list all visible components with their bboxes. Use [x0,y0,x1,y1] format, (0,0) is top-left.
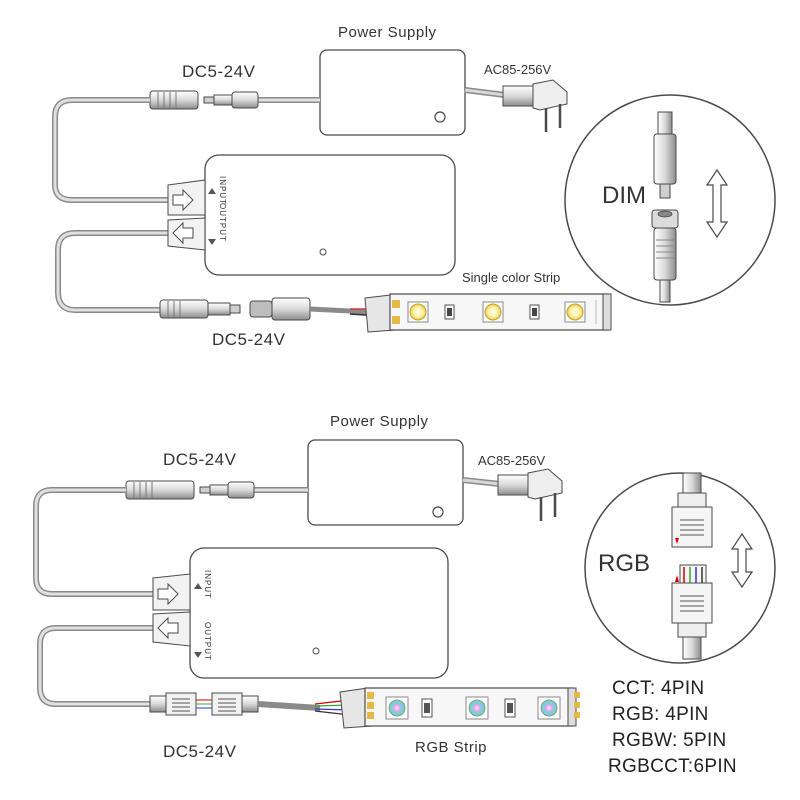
bottom-dc-male-upper [199,481,255,499]
bottom-output-label: OUTPUT [203,622,212,661]
top-output-port [167,217,206,251]
top-input-port [167,179,206,216]
bottom-dc-voltage-label-lower: DC5-24V [163,742,237,761]
top-strip-label: Single color Strip [462,270,561,285]
bottom-controller-box [189,547,449,679]
bottom-double-arrow-icon [730,532,754,589]
top-dc-voltage-label-upper: DC5-24V [182,62,256,81]
bottom-rgb-connector-female [211,692,259,716]
top-input-label: INPUT [218,176,227,205]
pin-spec-rgbw: RGBW: 5PIN [612,730,727,751]
bottom-ac-plug [497,468,563,521]
top-dc-male-upper [203,91,259,109]
top-single-color-strip [364,293,612,333]
pin-spec-rgb: RGB: 4PIN [612,704,709,725]
bottom-detail-label: RGB [598,550,651,577]
pin-spec-rgbcct: RGBCCT:6PIN [608,756,737,777]
top-ac-voltage-label: AC85-256V [484,62,552,77]
top-output-label: OUTPUT [218,203,227,242]
top-power-supply-box [319,49,466,136]
top-controller-box [204,154,456,276]
top-power-supply-label: Power Supply [338,24,437,41]
top-dc-female-lower [249,297,311,321]
top-double-arrow-icon [705,168,729,239]
bottom-ac-voltage-label: AC85-256V [478,453,546,468]
top-ac-plug [502,79,568,132]
top-detail-label: DIM [602,182,646,209]
top-dc-voltage-label-lower: DC5-24V [212,330,286,349]
top-dc-male-lower [159,299,241,319]
bottom-rgb-connector-male [149,692,212,716]
bottom-detail-circle [584,472,776,664]
bottom-strip-label: RGB Strip [415,739,488,756]
top-dc-female-upper [149,90,199,110]
top-diagram [52,49,776,333]
top-detail-circle [564,94,776,306]
bottom-power-supply-label: Power Supply [330,413,429,430]
pin-spec-list: CCT: 4PIN RGB: 4PIN RGBW: 5PIN RGBCCT:6P… [608,678,737,778]
bottom-dc-voltage-label-upper: DC5-24V [163,450,237,469]
bottom-rgb-strip [339,687,580,729]
pin-spec-cct: CCT: 4PIN [612,678,705,699]
bottom-diagram [33,439,776,729]
bottom-input-label: INPUT [203,570,212,599]
bottom-input-port [152,573,191,611]
bottom-output-port [152,611,191,647]
bottom-dc-female-upper [125,480,195,500]
